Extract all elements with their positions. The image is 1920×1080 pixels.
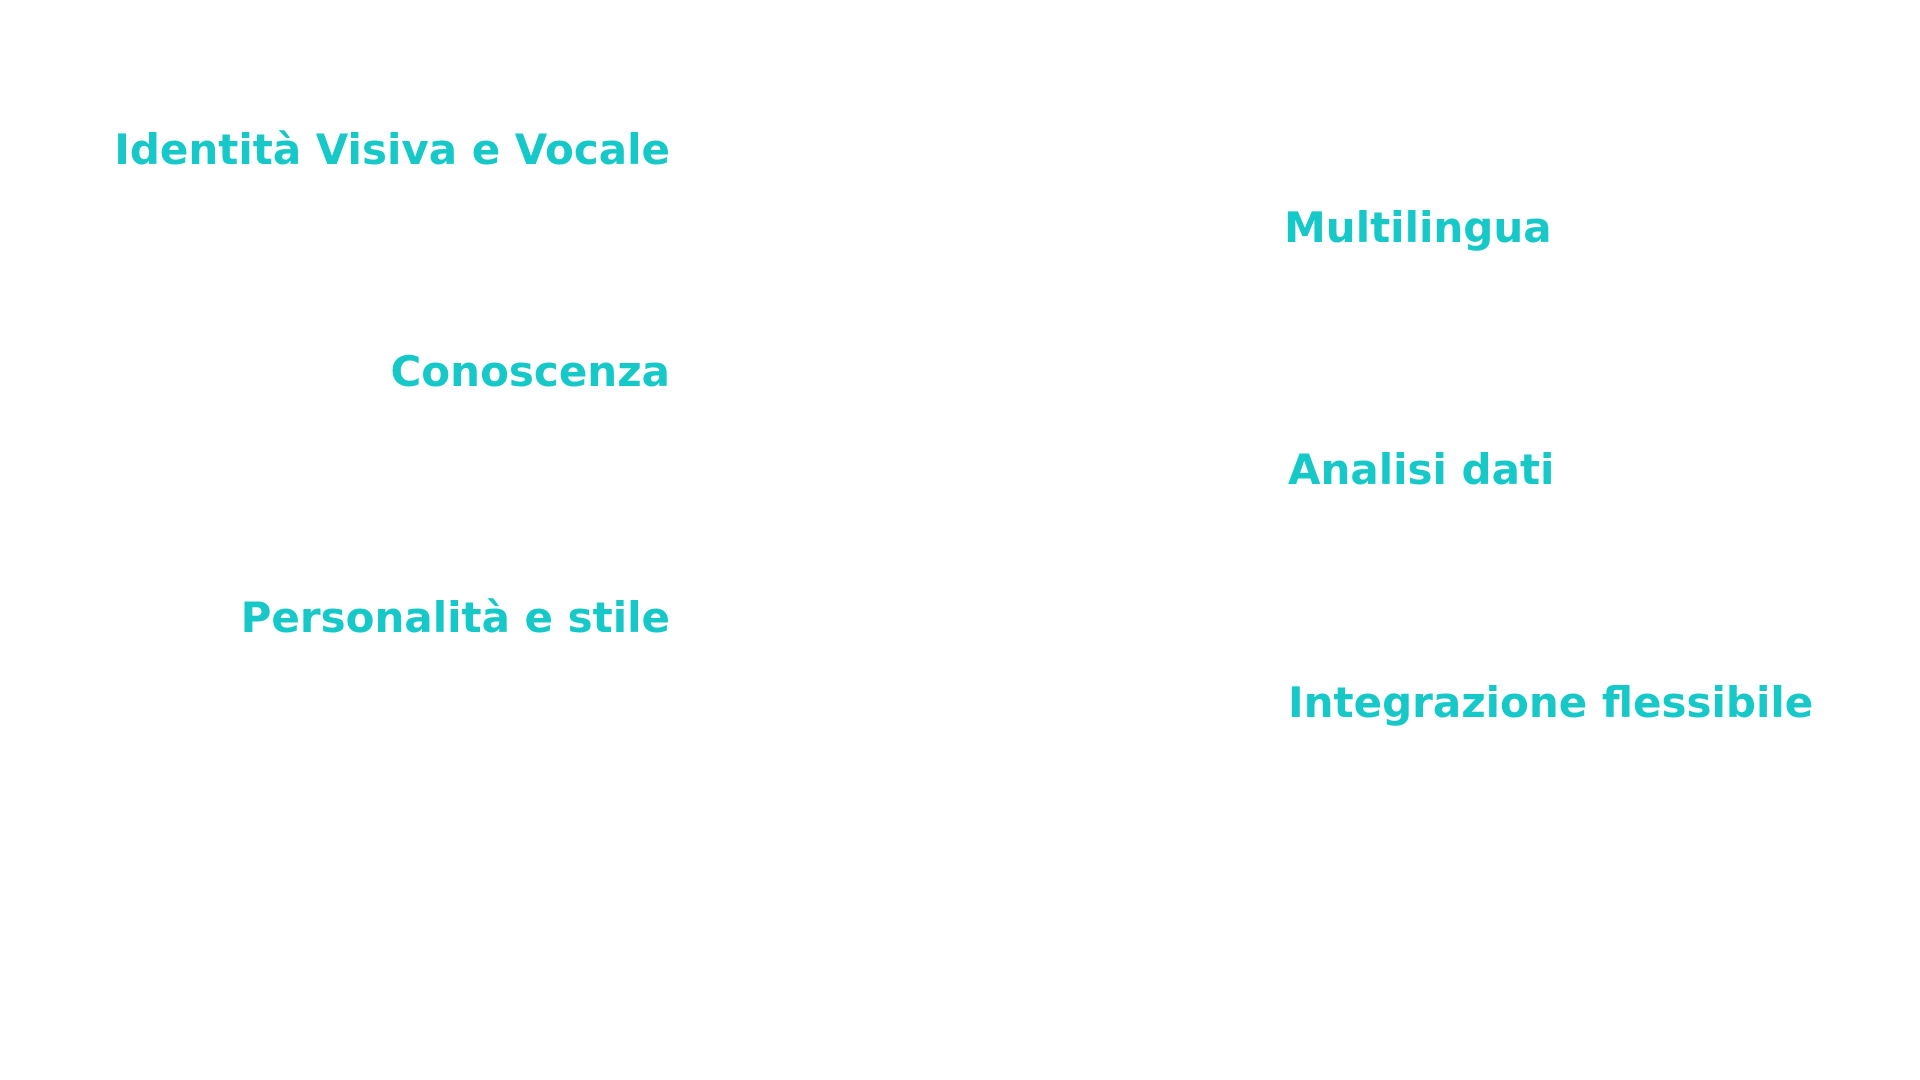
feature-label-conoscenza: Conoscenza bbox=[390, 347, 670, 396]
feature-label-integrazione-flessibile: Integrazione flessibile bbox=[1288, 678, 1814, 727]
feature-label-multilingua: Multilingua bbox=[1284, 203, 1552, 252]
feature-label-analisi-dati: Analisi dati bbox=[1288, 445, 1555, 494]
feature-label-identita-visiva-vocale: Identità Visiva e Vocale bbox=[114, 125, 670, 174]
feature-label-personalita-stile: Personalità e stile bbox=[240, 593, 670, 642]
